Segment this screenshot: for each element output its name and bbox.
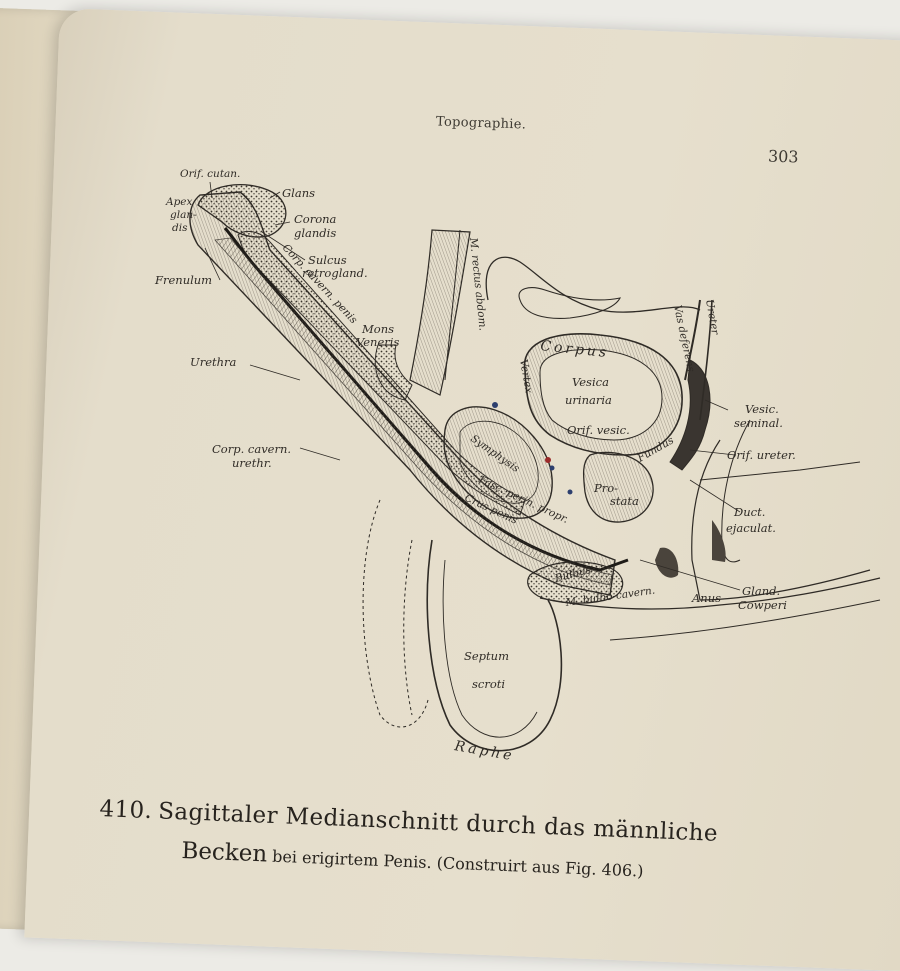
vessel-red-1 [545,457,551,463]
label-vesic-2: seminal. [734,416,783,430]
label-corona-2: glandis [294,226,336,240]
vas-deferens-line [684,299,701,381]
label-urethra: Urethra [190,355,237,369]
label-glans: Glans [282,186,315,200]
perineum-line [539,577,881,610]
label-apex-3: dis [172,222,188,234]
label-septum-1: Septum [464,649,509,663]
label-gland-1: Gland. [742,584,780,598]
anatomical-figure: Orif. cutan. Glans Apex glan- dis Corona… [154,168,881,764]
bulbus-urethrae [527,561,624,604]
label-vesica-2: urinaria [565,393,612,407]
figure-number: 410. [98,796,153,825]
label-sulcus-1: Sulcus [308,253,347,267]
label-pro: Pro- [593,481,618,495]
label-sulcus-2: retrogland. [302,266,368,280]
label-duct-1: Duct. [733,505,765,519]
peritoneal-fold [485,256,701,313]
pubic-symphysis [443,406,553,519]
caption-title-part2: Becken [180,838,268,868]
label-corp-cav-urethr-2: urethr. [232,456,272,470]
testis-dashed-outline [362,499,429,728]
label-corona-1: Corona [294,212,337,226]
label-corpus: Corpus [540,338,610,361]
scrotum [426,539,563,752]
label-vertex: Vertex [517,358,535,394]
label-vesica-1: Vesica [572,375,609,389]
ureter-line [699,299,713,421]
label-vesic-1: Vesic. [745,402,779,416]
label-anus: Anus [691,591,721,605]
mons-veneris [374,344,413,401]
prostate [582,451,654,523]
label-orif-ureter: Orif. ureter. [727,448,796,462]
label-apex-1: Apex [165,196,193,208]
label-ureter: Ureter [703,298,721,336]
label-orif-cutan: Orif. cutan. [180,168,240,180]
label-mons-2: Veneris [356,335,399,349]
label-gland-2: Cowperi [738,598,787,612]
abdominal-wall [409,229,471,396]
label-orif-vesic: Orif. vesic. [567,423,630,437]
rectum-wall [691,439,871,601]
label-corp-cav-urethr-1: Corp. cavern. [212,442,291,456]
vessel-blue-2 [549,465,555,471]
label-frenulum: Frenulum [154,273,212,287]
label-stata: stata [610,494,639,508]
label-apex-2: glan- [170,209,197,221]
label-duct-2: ejaculat. [726,521,776,535]
label-mons-1: Mons [361,322,394,336]
seminal-vesicle [669,359,711,471]
label-raphe: Raphe [452,738,515,764]
leader-lines [204,181,741,591]
vessel-blue-1 [492,402,498,408]
label-septum-2: scroti [472,677,505,691]
vessel-blue-3 [567,489,573,495]
